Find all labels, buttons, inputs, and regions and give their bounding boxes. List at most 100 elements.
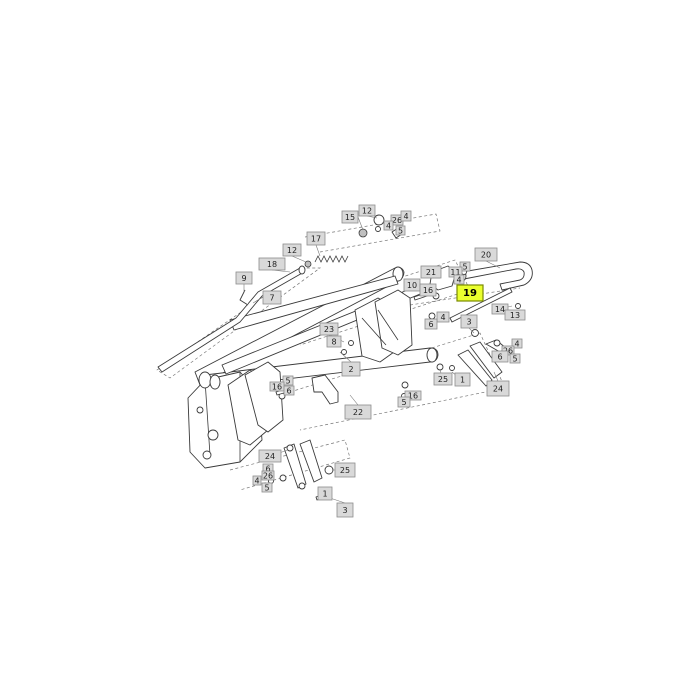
callout-box	[419, 283, 437, 297]
callout-3: 3	[336, 502, 354, 518]
callout-23: 23	[319, 322, 339, 336]
callout-4: 4	[453, 274, 465, 285]
callout-box	[511, 338, 523, 349]
callout-box	[334, 462, 356, 478]
bracket-2	[311, 374, 339, 405]
main-frame	[187, 266, 439, 469]
callout-22: 22	[344, 404, 372, 420]
callout-number: 18	[267, 260, 277, 269]
callout-box	[474, 247, 498, 262]
callout-box	[433, 372, 453, 386]
callout-7: 7	[262, 290, 282, 305]
callout-number: 19	[463, 288, 477, 299]
callout-number: 5	[462, 263, 467, 272]
callout-number: 6	[286, 387, 291, 396]
callout-21: 21	[420, 265, 442, 279]
callout-number: 10	[407, 281, 417, 290]
callout-box	[400, 210, 412, 222]
callout-box	[336, 502, 354, 518]
callout-box	[341, 361, 361, 377]
callout-24: 24	[258, 449, 282, 463]
callout-19-highlighted[interactable]: 19	[456, 284, 484, 302]
callout-box	[424, 318, 438, 330]
callout-number: 4	[440, 313, 445, 322]
callout-box	[358, 204, 376, 217]
callout-box	[404, 390, 422, 401]
callout-16: 16	[404, 390, 422, 401]
callout-number: 4	[403, 212, 408, 221]
callout-number: 9	[241, 274, 246, 283]
callout-number: 3	[342, 506, 347, 515]
callout-number: 24	[493, 385, 503, 394]
callout-box	[395, 225, 406, 236]
callout-box	[383, 220, 394, 231]
callout-number: 17	[311, 235, 321, 244]
callout-box	[306, 231, 326, 246]
callout-3: 3	[460, 314, 478, 329]
callout-9: 9	[235, 271, 253, 285]
callout-box	[486, 380, 510, 397]
callout-number: 5	[512, 355, 517, 364]
callout-16: 16	[269, 381, 285, 392]
callout-box	[282, 375, 294, 386]
callout-number: 6	[428, 320, 433, 329]
callout-6: 6	[424, 318, 438, 330]
callout-box	[397, 396, 411, 408]
callout-box	[282, 243, 302, 257]
callout-box	[460, 314, 478, 329]
callout-box	[262, 290, 282, 305]
callout-number: 16	[408, 392, 418, 401]
callout-18: 18	[258, 257, 286, 271]
callout-number: 12	[287, 246, 297, 255]
callout-number: 4	[456, 276, 461, 285]
callout-box	[456, 284, 484, 302]
callout-box	[261, 470, 275, 481]
callout-4: 4	[252, 475, 262, 486]
callout-number: 7	[269, 294, 274, 303]
callout-number: 6	[497, 353, 502, 362]
callout-number: 26	[263, 472, 273, 481]
callout-number: 12	[362, 207, 372, 216]
callout-number: 21	[426, 268, 436, 277]
callout-6: 6	[491, 350, 509, 363]
callout-number: 13	[510, 311, 520, 320]
callout-box	[491, 350, 509, 363]
callout-number: 20	[481, 251, 491, 260]
callout-13: 13	[504, 309, 526, 321]
callout-box	[459, 261, 471, 272]
callout-5: 5	[459, 261, 471, 272]
callout-box	[344, 404, 372, 420]
callout-number: 4	[386, 222, 391, 231]
callout-16: 16	[419, 283, 437, 297]
callout-box	[491, 303, 509, 315]
callout-box	[317, 486, 333, 501]
callout-5: 5	[509, 353, 521, 364]
callout-26: 26	[261, 470, 275, 481]
callout-4: 4	[511, 338, 523, 349]
callout-number: 4	[514, 340, 519, 349]
callout-2: 2	[341, 361, 361, 377]
callout-number: 24	[265, 452, 275, 461]
callout-6: 6	[283, 385, 295, 396]
callout-box	[252, 475, 262, 486]
callout-1: 1	[317, 486, 333, 501]
callout-12: 12	[358, 204, 376, 217]
callout-box	[453, 274, 465, 285]
callout-25: 25	[433, 372, 453, 386]
callout-12: 12	[282, 243, 302, 257]
callout-box	[454, 372, 471, 387]
callout-box	[261, 482, 273, 493]
spring	[314, 255, 349, 263]
callout-25: 25	[334, 462, 356, 478]
link-left	[283, 439, 323, 490]
callout-number: 16	[272, 383, 282, 392]
callout-8: 8	[326, 335, 342, 348]
callout-box	[283, 385, 295, 396]
callout-number: 23	[324, 325, 334, 334]
callout-number: 2	[348, 365, 353, 374]
callout-number: 26	[392, 216, 402, 225]
callout-number: 5	[285, 377, 290, 386]
callout-box	[509, 353, 521, 364]
